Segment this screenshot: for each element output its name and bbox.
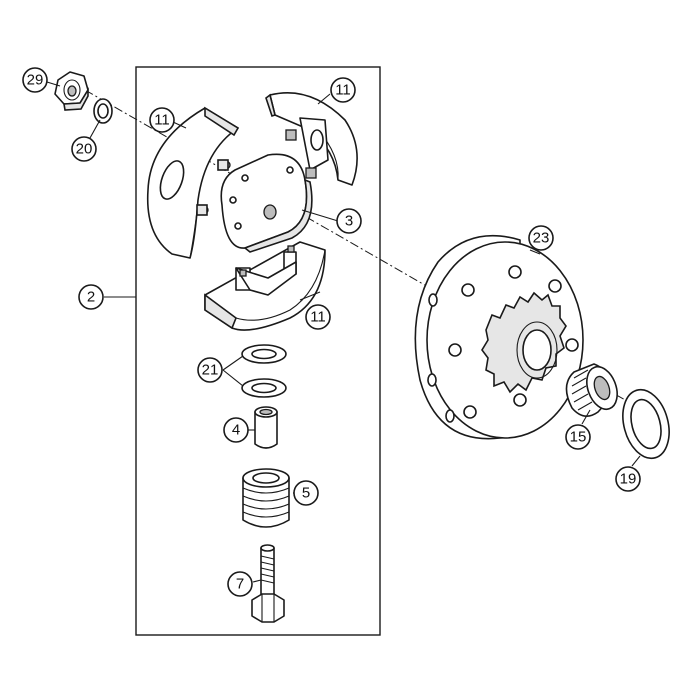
- callout-label: 20: [76, 141, 93, 158]
- callout-11-top: 11: [330, 77, 356, 103]
- large-washer-part: [622, 388, 670, 460]
- callout-label: 23: [533, 230, 550, 247]
- callout-label: 7: [236, 576, 244, 593]
- callout-20: 20: [71, 136, 97, 162]
- callout-label: 15: [570, 429, 587, 446]
- callout-label: 11: [154, 112, 170, 129]
- leader-lines: [46, 81, 641, 583]
- callout-3: 3: [336, 208, 362, 234]
- callout-label: 5: [302, 485, 310, 502]
- callout-29: 29: [22, 67, 48, 93]
- callout-21: 21: [197, 357, 223, 383]
- washer-pair-part: [241, 344, 287, 398]
- clutch-shoe-left-part: [146, 106, 240, 259]
- callout-label: 19: [620, 471, 637, 488]
- clutch-hub-plate-part: [220, 153, 313, 253]
- callout-label: 4: [232, 422, 240, 439]
- clutch-shoe-bottom-part: [204, 241, 326, 331]
- callout-label: 3: [345, 213, 353, 230]
- callout-label: 11: [335, 82, 351, 99]
- callout-label: 2: [87, 289, 95, 306]
- nut-part: [54, 71, 89, 111]
- assembly-group-frame: [135, 66, 381, 636]
- small-washer-part: [93, 98, 113, 124]
- callout-label: 21: [202, 362, 219, 379]
- callout-7: 7: [227, 571, 253, 597]
- callout-label: 29: [27, 72, 44, 89]
- callout-15: 15: [565, 424, 591, 450]
- sleeve-part: [254, 406, 278, 449]
- callout-11-left: 11: [149, 107, 175, 133]
- callout-11-bottom: 11: [305, 304, 331, 330]
- callout-2: 2: [78, 284, 104, 310]
- callout-23: 23: [528, 225, 554, 251]
- callout-4: 4: [223, 417, 249, 443]
- callout-label: 11: [310, 309, 326, 326]
- sprocket-gear-part: [481, 291, 567, 394]
- clutch-spring-part: [242, 468, 290, 528]
- clutch-shoe-top-part: [265, 92, 358, 186]
- bolt-part: [251, 544, 285, 623]
- callout-19: 19: [615, 466, 641, 492]
- needle-bearing-part: [565, 363, 618, 417]
- callout-5: 5: [293, 480, 319, 506]
